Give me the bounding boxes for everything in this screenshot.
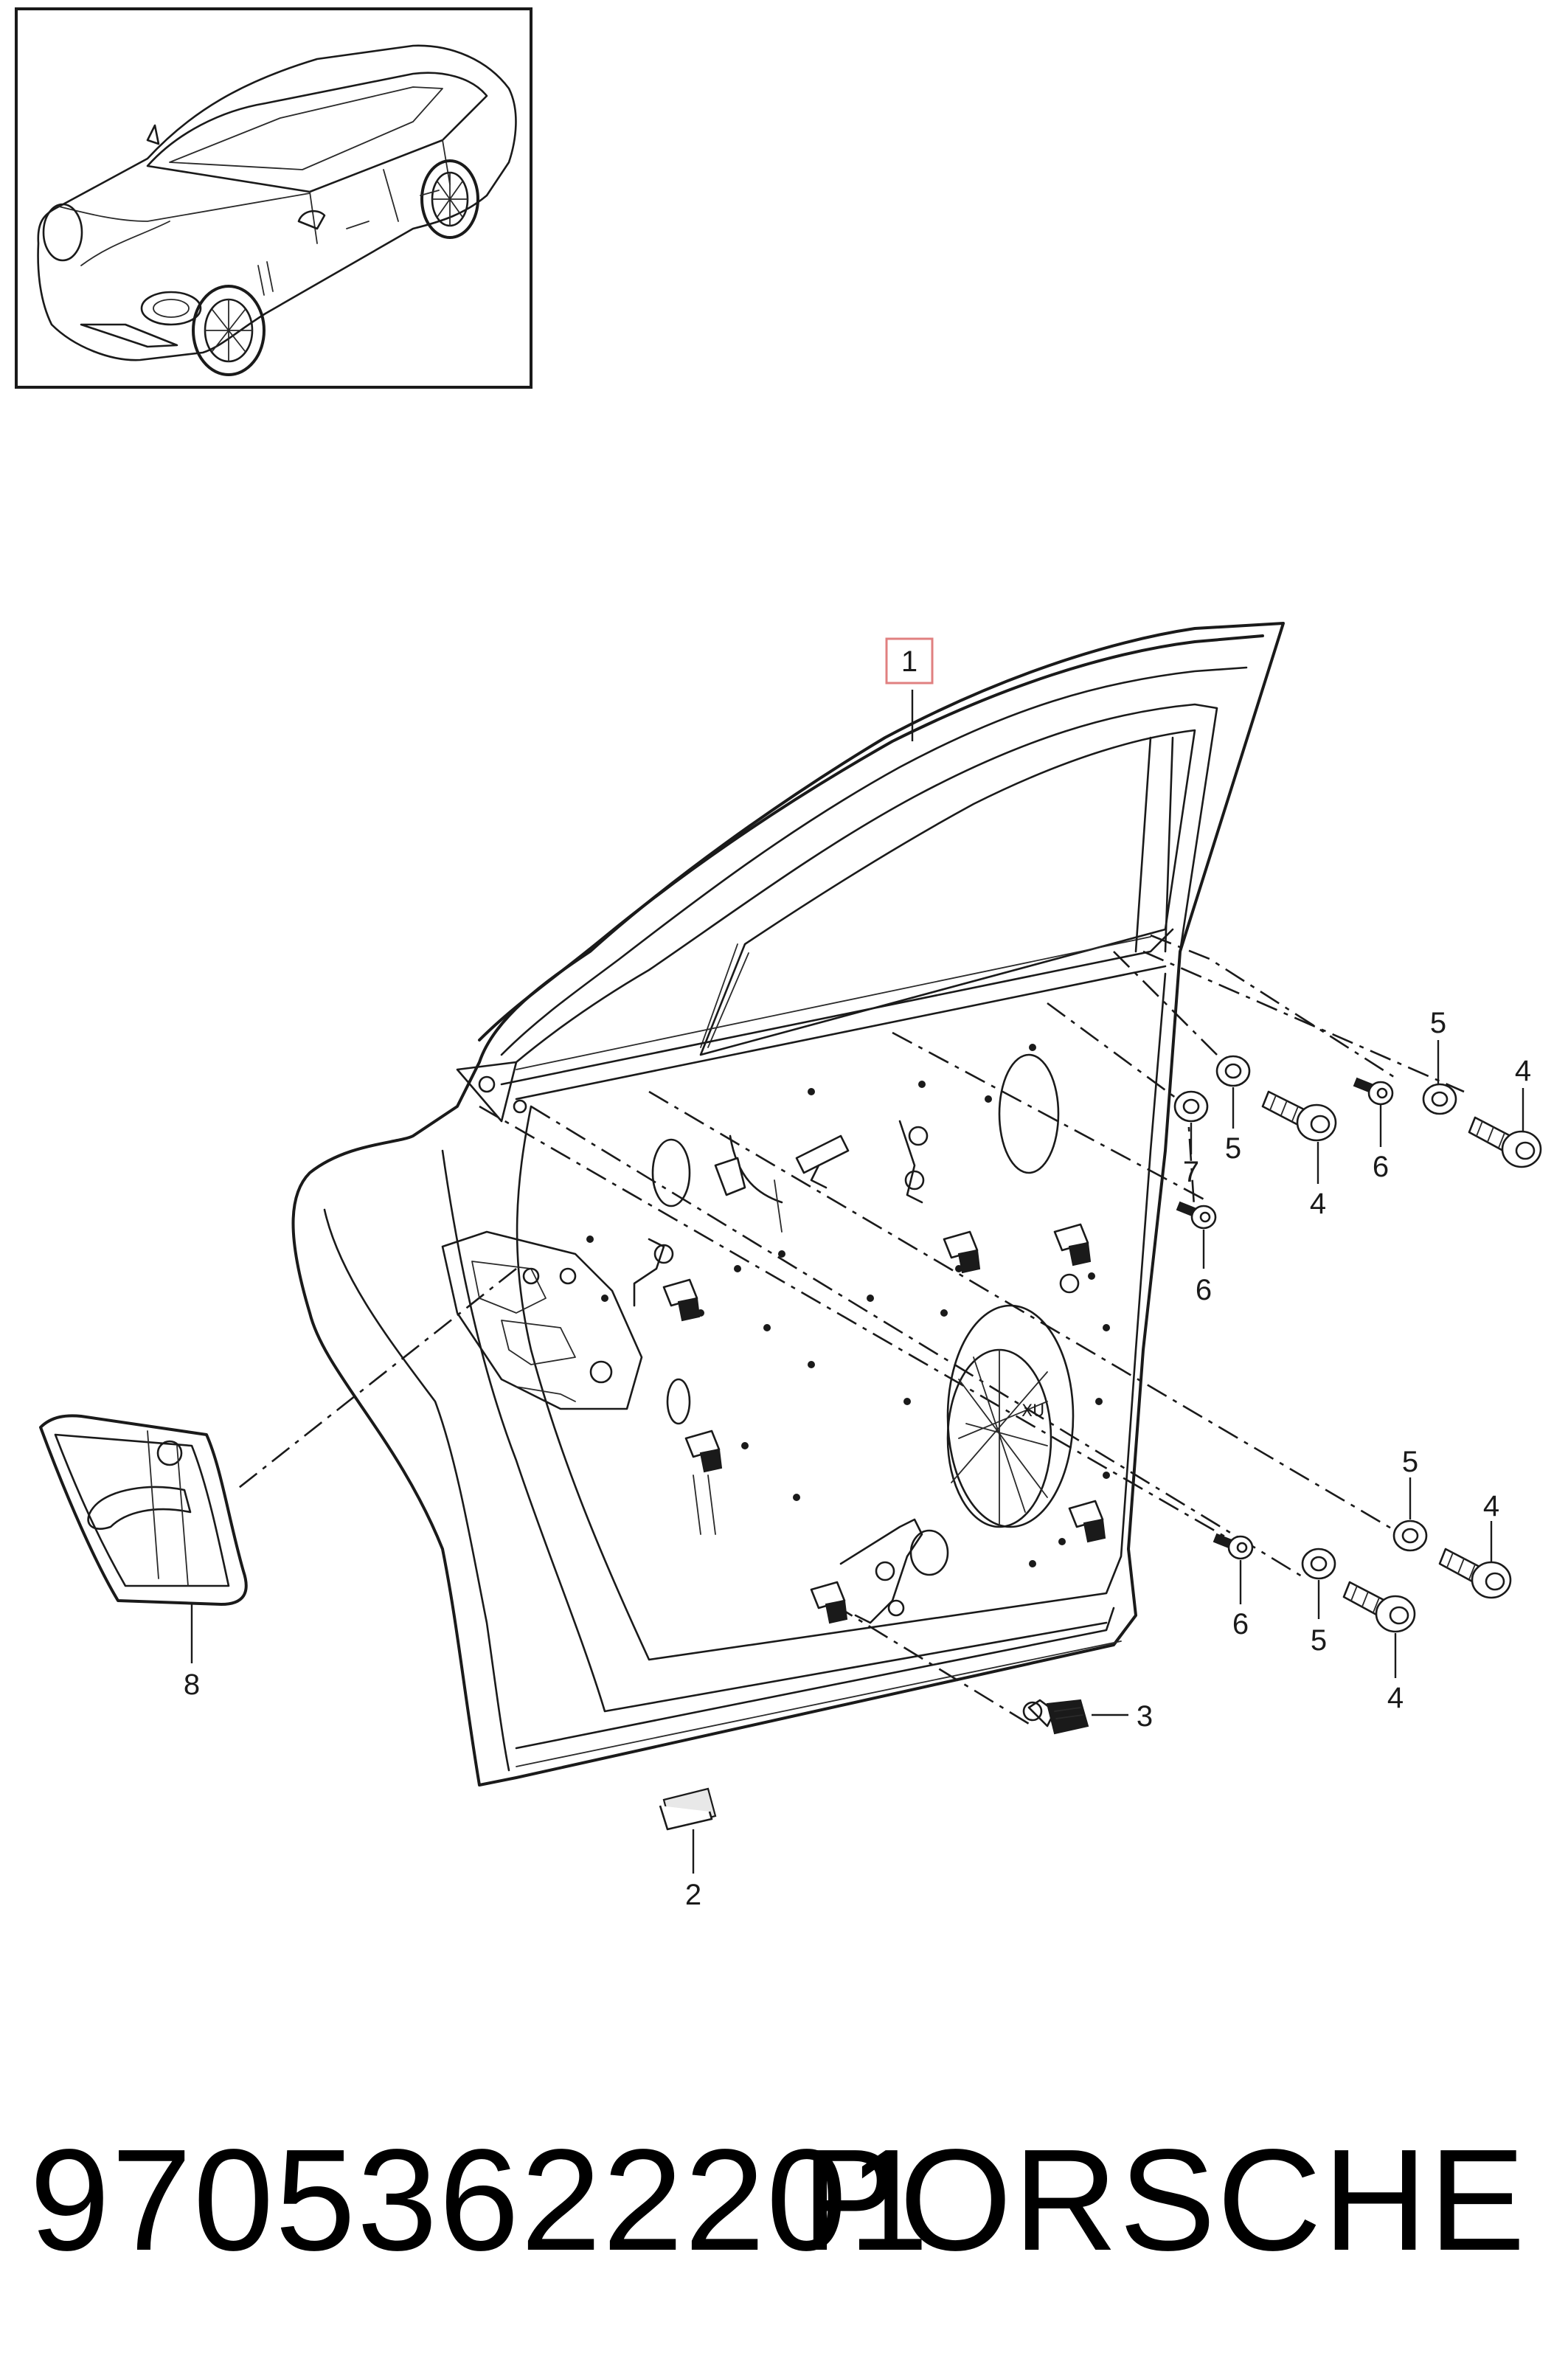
callout-6-middle: 6 [1196, 1274, 1212, 1306]
callout-6-top-right: 6 [1373, 1151, 1389, 1183]
callout-3: 3 [1137, 1700, 1153, 1733]
screw-upper-right [1353, 1077, 1394, 1106]
screw-lower [1213, 1533, 1254, 1560]
callout-5-lower-right: 5 [1402, 1446, 1418, 1478]
washer-upper-middle [1215, 1055, 1251, 1087]
callout-5-lower-middle: 5 [1311, 1624, 1327, 1657]
callout-7: 7 [1183, 1156, 1199, 1188]
door-inner-details: XU [441, 1044, 1110, 1624]
washer-lower-right [1392, 1519, 1428, 1552]
callout-6-lower: 6 [1232, 1608, 1249, 1640]
callout-2: 2 [685, 1879, 701, 1911]
leader-lines [235, 934, 1465, 1728]
callout-1: 1 [901, 645, 917, 678]
callout-8: 8 [184, 1668, 200, 1701]
callout-4-lower-right: 4 [1483, 1490, 1499, 1522]
footer: 9705362220​1 PORSCHE [30, 2119, 1527, 2281]
bolt-lower-right [1438, 1548, 1512, 1599]
brand-name: PORSCHE [802, 2119, 1527, 2281]
callout-4-top-right: 4 [1515, 1055, 1531, 1087]
callout-4-lower-middle: 4 [1387, 1682, 1404, 1714]
callout-5-top-right: 5 [1430, 1007, 1446, 1039]
washer-lower-middle [1301, 1548, 1336, 1580]
callout-4-top-middle: 4 [1310, 1188, 1326, 1220]
panel-clips [662, 1223, 1106, 1624]
bolt-upper-middle [1261, 1090, 1337, 1142]
washer-7 [1173, 1090, 1209, 1123]
door-shell [291, 622, 1285, 1787]
washer-upper-right [1422, 1083, 1457, 1115]
part-number: 9705362220​1 [30, 2119, 930, 2281]
callout-1-highlight-box [885, 637, 934, 685]
callout-5-top-middle: 5 [1225, 1132, 1241, 1165]
callout-labels: 1 5 4 5 4 6 7 6 5 4 6 5 4 3 2 8 [184, 645, 1531, 1911]
callout-leaders [190, 690, 1524, 1874]
bolt-upper-right [1468, 1116, 1542, 1168]
part-8-handle-trim [39, 1414, 248, 1606]
vehicle-thumbnail [15, 7, 533, 389]
svg-text:XU: XU [1021, 1402, 1044, 1421]
part-2-pad [659, 1787, 717, 1831]
screw-middle [1176, 1201, 1217, 1230]
bolt-lower-middle [1342, 1581, 1416, 1633]
part-3-clip [1022, 1699, 1089, 1735]
